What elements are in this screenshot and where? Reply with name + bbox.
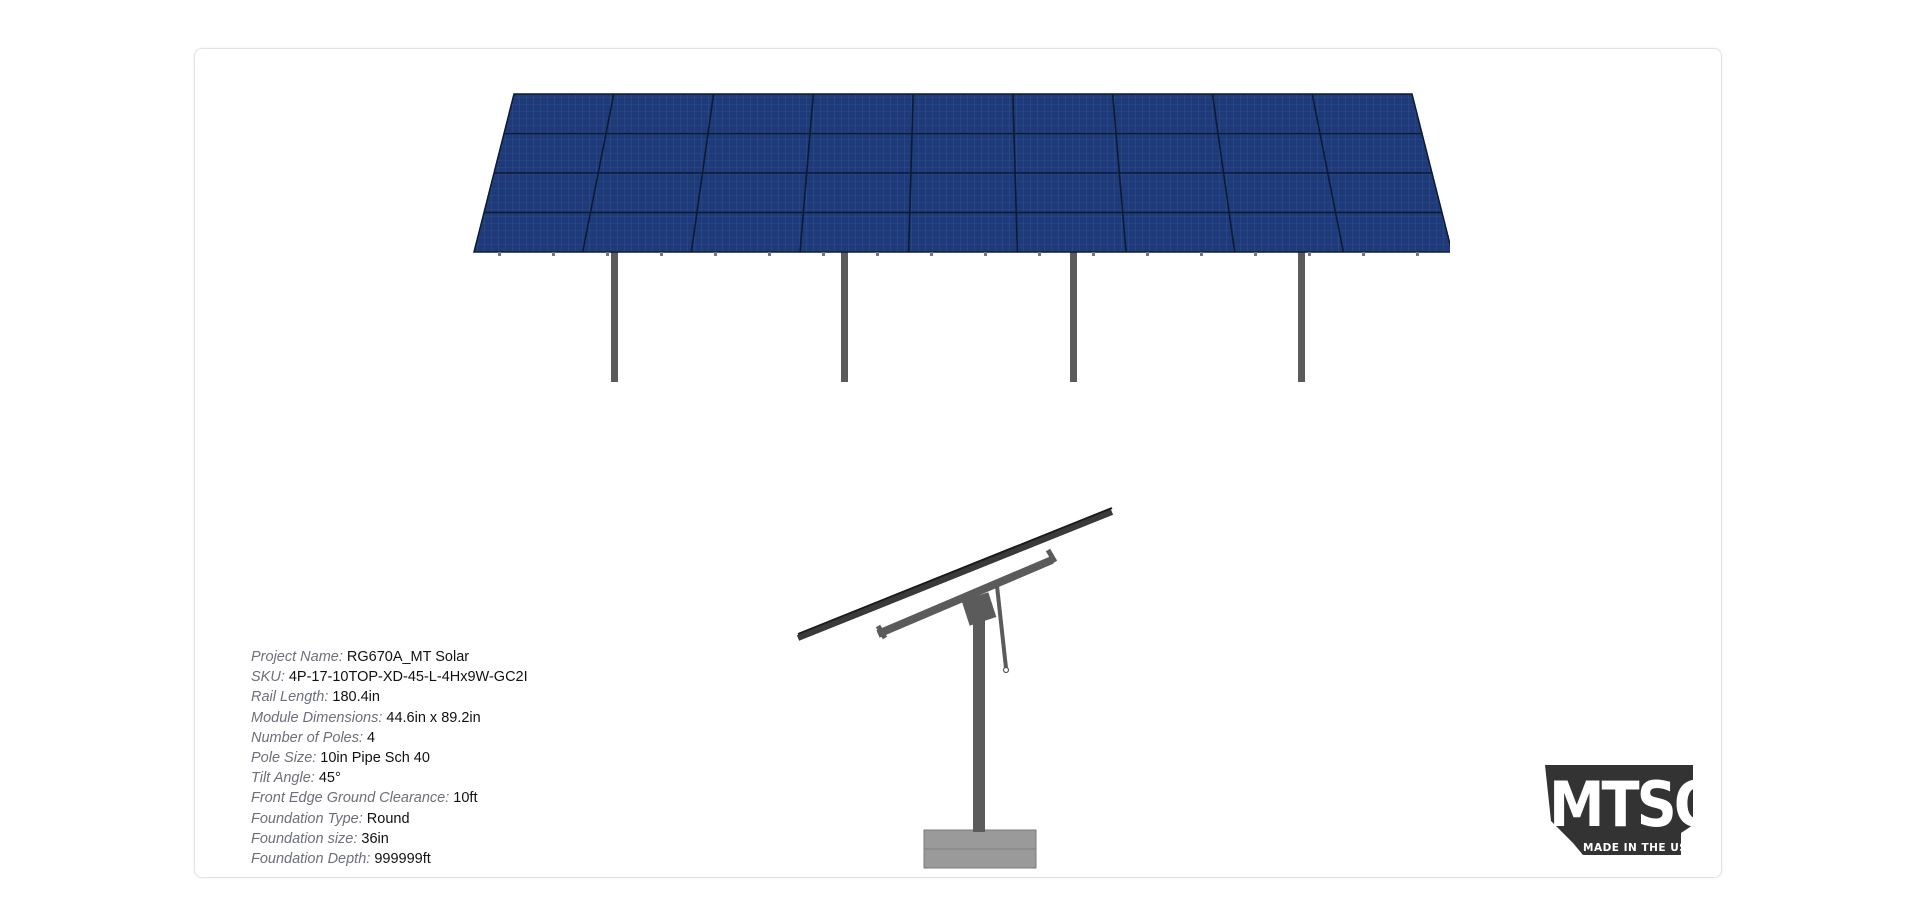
svg-text:MTSOLAR: MTSOLAR [1549, 768, 1703, 841]
array-side-view [796, 507, 1114, 869]
spec-row: Pole Size:10in Pipe Sch 40 [251, 748, 528, 768]
spec-label: Foundation Depth: [251, 851, 371, 868]
spec-row: Module Dimensions:44.6in x 89.2in [251, 708, 528, 728]
side-pole [973, 618, 985, 832]
spec-value: 44.6in x 89.2in [386, 709, 481, 726]
spec-label: Module Dimensions: [251, 709, 383, 726]
spec-label: Foundation Type: [251, 810, 363, 827]
spec-row: Foundation Type:Round [251, 809, 528, 829]
spec-row: Foundation Depth:999999ft [251, 849, 528, 869]
spec-value: 180.4in [332, 689, 380, 706]
spec-row: Number of Poles:4 [251, 728, 528, 748]
spec-label: Tilt Angle: [251, 770, 315, 787]
spec-row: Foundation size:36in [251, 829, 528, 849]
spec-value: 45° [318, 770, 341, 787]
spec-value: 4 [367, 729, 376, 746]
array-poles [611, 250, 1305, 382]
svg-text:MADE IN THE USA: MADE IN THE USA [1583, 842, 1696, 854]
spec-row: Rail Length:180.4in [251, 687, 528, 707]
mtsolar-logo: MTSOLAR MADE IN THE USA [1545, 765, 1703, 855]
spec-row: Tilt Angle:45° [251, 768, 528, 788]
side-panel [796, 509, 1114, 641]
spec-label: Number of Poles: [251, 729, 364, 746]
spec-label: SKU: [251, 669, 285, 686]
spec-value: 10ft [453, 790, 478, 807]
spec-row: Project Name:RG670A_MT Solar [251, 647, 528, 667]
spec-label: Rail Length: [251, 689, 329, 706]
spec-label: Project Name: [251, 649, 343, 665]
spec-label: Front Edge Ground Clearance: [251, 790, 450, 807]
spec-value: Round [366, 810, 410, 827]
spec-row: SKU:4P-17-10TOP-XD-45-L-4Hx9W-GC2I [251, 667, 528, 687]
spec-row: Front Edge Ground Clearance:10ft [251, 788, 528, 808]
spec-label: Pole Size: [251, 750, 317, 767]
spec-value: RG670A_MT Solar [346, 649, 470, 665]
spec-value: 36in [361, 830, 389, 847]
spec-value: 4P-17-10TOP-XD-45-L-4Hx9W-GC2I [288, 669, 528, 686]
spec-value: 999999ft [374, 851, 431, 868]
spec-label: Foundation size: [251, 830, 358, 847]
array-front-view [473, 93, 1450, 382]
spec-value: 10in Pipe Sch 40 [320, 750, 430, 767]
